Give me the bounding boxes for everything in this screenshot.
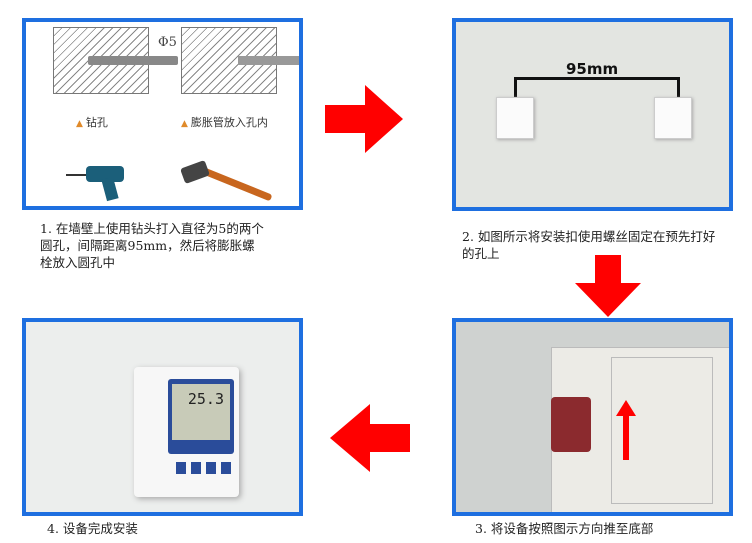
note-anchor: 膨胀管放入孔内 [181, 114, 268, 130]
device-back-panel [611, 357, 713, 504]
step2-caption: 2. 如图所示将安装扣使用螺丝固定在预先打好的孔上 [462, 229, 716, 261]
anchor-plug [238, 56, 299, 65]
arrow-down-icon [575, 255, 641, 317]
distance-label: 95mm [566, 60, 619, 78]
step4-caption: 4. 设备完成安装 [47, 521, 138, 536]
mounting-clip [551, 397, 591, 452]
device-button[interactable] [206, 462, 216, 474]
arrow-left-icon [330, 404, 410, 472]
mounting-clip-left [496, 97, 534, 139]
electric-drill-image [66, 162, 126, 202]
mounting-clip-right [654, 97, 692, 139]
distance-bracket [514, 77, 680, 100]
device-body: 25.3 [134, 367, 239, 497]
step3-panel [452, 318, 733, 516]
step1-caption: 1. 在墙壁上使用钻头打入直径为5的两个圆孔，间隔距离95mm，然后将膨胀螺栓放… [40, 221, 264, 270]
note-drill: 钻孔 [76, 114, 108, 130]
device-button[interactable] [191, 462, 201, 474]
lcd-screen: 25.3 [168, 379, 234, 454]
step1-panel: Φ5 钻孔 膨胀管放入孔内 [22, 18, 303, 210]
device-buttons [176, 462, 232, 474]
step4-panel: 25.3 [22, 318, 303, 516]
arrow-up-icon [616, 400, 636, 460]
diameter-label: Φ5 [158, 35, 177, 50]
arrow-right-icon [325, 85, 403, 153]
step3-caption: 3. 将设备按照图示方向推至底部 [475, 521, 654, 536]
drill-bit [88, 56, 178, 65]
device-button[interactable] [221, 462, 231, 474]
step2-panel: 95mm [452, 18, 733, 211]
temperature-reading: 25.3 [187, 390, 224, 408]
device-button[interactable] [176, 462, 186, 474]
hammer-image [176, 160, 276, 202]
